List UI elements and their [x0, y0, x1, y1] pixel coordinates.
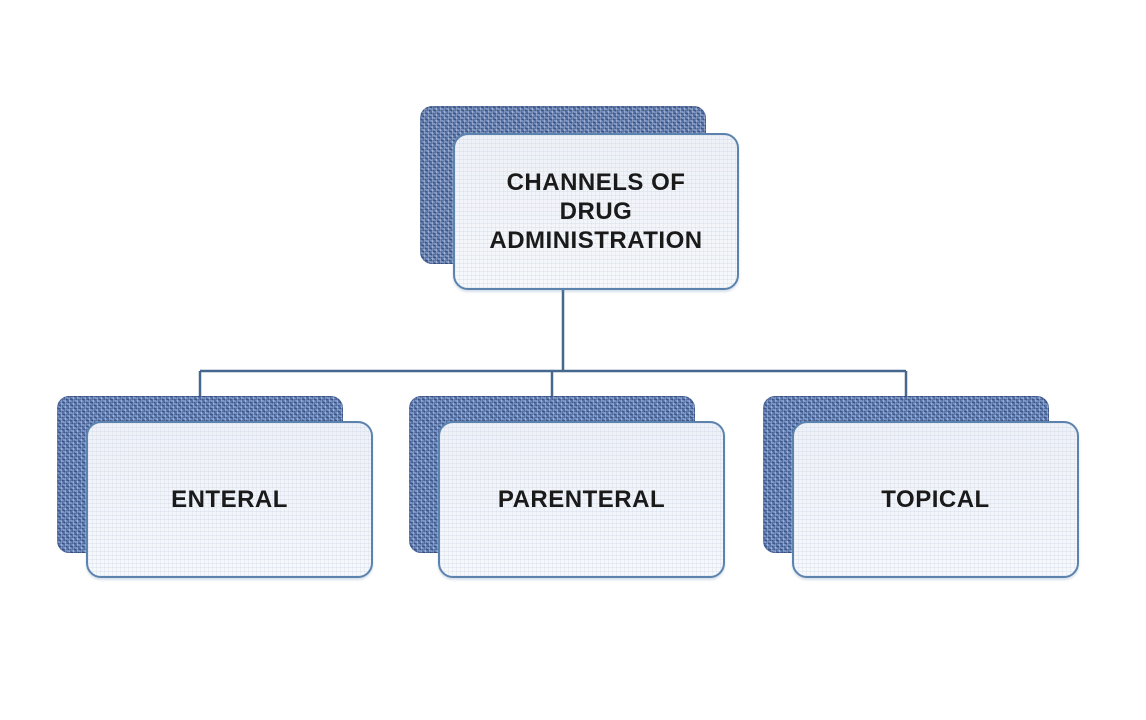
child-node-parenteral-label: PARENTERAL: [497, 485, 666, 513]
child-node-topical-card: TOPICAL: [792, 421, 1079, 578]
root-node-card: CHANNELS OF DRUG ADMINISTRATION: [453, 133, 739, 290]
child-node-parenteral-card: PARENTERAL: [438, 421, 725, 578]
child-node-enteral-label: ENTERAL: [171, 485, 288, 513]
child-node-enteral-card: ENTERAL: [86, 421, 373, 578]
root-node-label: CHANNELS OF DRUG ADMINISTRATION: [489, 168, 703, 255]
child-node-topical-label: TOPICAL: [881, 485, 990, 513]
